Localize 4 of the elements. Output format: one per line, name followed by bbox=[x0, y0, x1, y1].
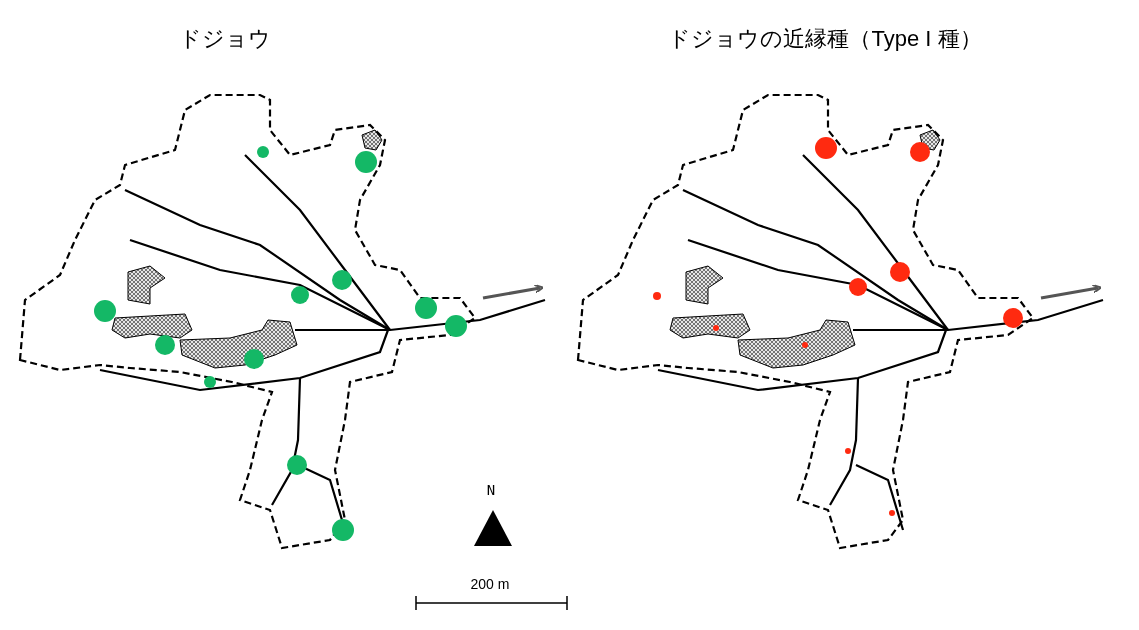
north-label: N bbox=[486, 482, 496, 498]
panel-title: ドジョウ bbox=[179, 25, 271, 53]
panel-title: ドジョウの近縁種（Type I 種） bbox=[668, 25, 982, 53]
scale-label: 200 m bbox=[470, 576, 510, 592]
